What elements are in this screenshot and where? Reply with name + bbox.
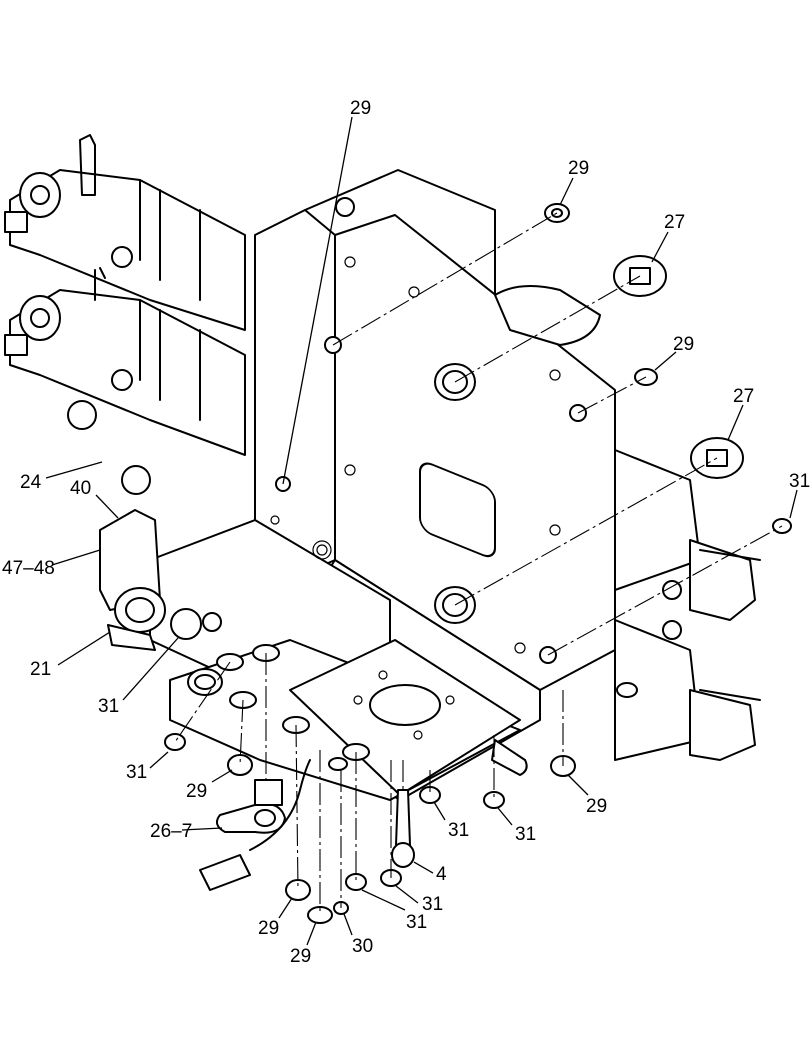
callout-31-left: 31 [98, 696, 119, 717]
callout-29-bottom-right: 29 [586, 796, 607, 817]
callout-4: 4 [436, 864, 447, 885]
callout-40: 40 [70, 478, 91, 499]
callout-27-upper: 27 [664, 212, 685, 233]
center-lines [174, 212, 783, 915]
solenoid-lower [4, 267, 246, 456]
callout-31-right: 31 [789, 471, 810, 492]
callout-29-bottom-b: 29 [290, 946, 311, 967]
callout-29-lower-left: 29 [186, 781, 207, 802]
callout-29-mid-right: 29 [673, 334, 694, 355]
callout-26-7: 26–7 [150, 821, 192, 842]
callout-29-upper-right: 29 [568, 158, 589, 179]
callout-31-lower-left: 31 [126, 762, 147, 783]
callout-30: 30 [352, 936, 373, 957]
callout-29-top: 29 [350, 98, 371, 119]
callout-47-48: 47–48 [2, 558, 55, 579]
callout-29-bottom-a: 29 [258, 918, 279, 939]
callout-labels: 29 29 27 29 27 31 24 40 47–48 21 31 31 2… [2, 98, 810, 967]
callout-31-bottom-c: 31 [422, 894, 443, 915]
callout-31-bottom-b: 31 [515, 824, 536, 845]
solenoid-upper [4, 134, 246, 331]
callout-24: 24 [20, 472, 42, 493]
callout-21: 21 [30, 659, 51, 680]
left-lower-parts [99, 465, 223, 696]
leader-lines [45, 116, 798, 946]
callout-31-bottom-a: 31 [448, 820, 469, 841]
callout-27-lower: 27 [733, 386, 754, 407]
right-connectors [614, 449, 761, 761]
callout-31-bottom-d: 31 [406, 912, 427, 933]
